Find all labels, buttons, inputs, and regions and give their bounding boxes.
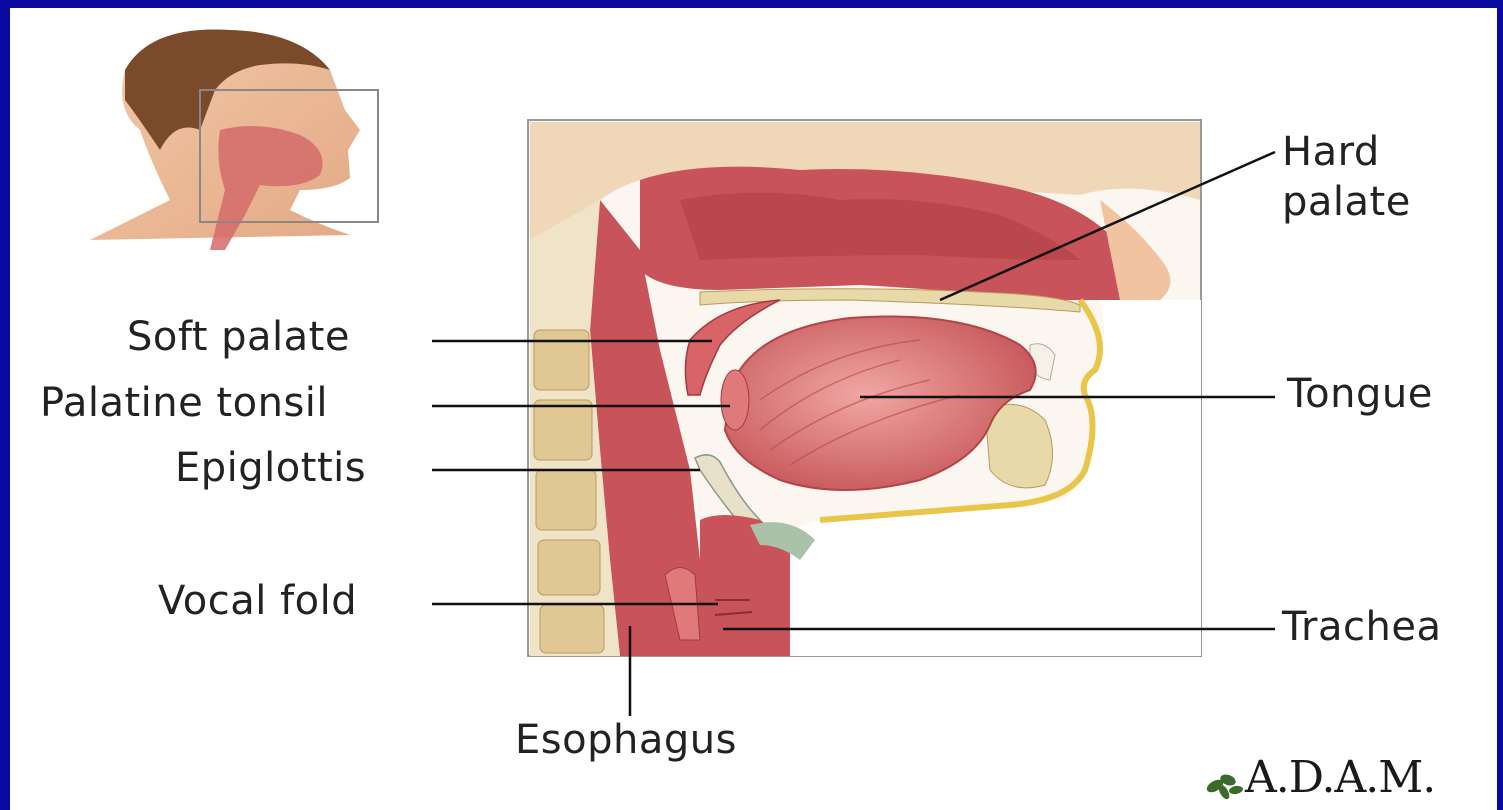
leaf-icon xyxy=(1205,773,1244,801)
label-epiglottis: Epiglottis xyxy=(175,444,366,492)
label-palatine-tonsil: Palatine tonsil xyxy=(40,379,328,427)
cross-section xyxy=(528,120,1201,656)
label-tongue: Tongue xyxy=(1287,370,1433,418)
label-hard-palate-line2: palate xyxy=(1282,178,1411,226)
label-esophagus: Esophagus xyxy=(515,716,737,764)
label-vocal-fold: Vocal fold xyxy=(158,577,357,625)
label-hard-palate-line1: Hard xyxy=(1282,128,1380,176)
label-trachea: Trachea xyxy=(1282,603,1441,651)
adam-logo: A.D.A.M. xyxy=(1245,756,1435,800)
head-thumbnail xyxy=(90,30,378,251)
label-soft-palate: Soft palate xyxy=(127,313,350,361)
